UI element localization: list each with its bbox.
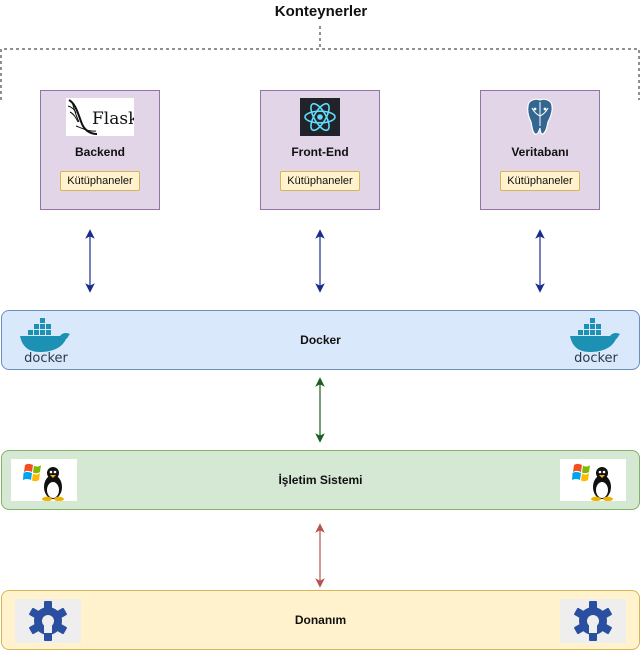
hardware-layer[interactable]: Donanım bbox=[1, 590, 640, 650]
gear-icon bbox=[15, 599, 81, 643]
libraries-badge: Kütüphaneler bbox=[280, 171, 360, 191]
gear-icon bbox=[560, 599, 626, 643]
layer-label: Donanım bbox=[294, 613, 347, 627]
linux-tux-icon bbox=[591, 467, 613, 502]
container-frontend[interactable]: Front-End Kütüphaneler bbox=[260, 90, 380, 210]
flask-logo-icon: Flask bbox=[66, 98, 134, 136]
container-name: Backend bbox=[74, 145, 126, 159]
docker-layer[interactable]: docker Docker docker bbox=[1, 310, 640, 370]
layer-label: İşletim Sistemi bbox=[278, 473, 363, 487]
windows-linux-icon bbox=[11, 459, 77, 502]
containers-bracket bbox=[0, 26, 640, 100]
svg-text:docker: docker bbox=[574, 351, 618, 364]
container-name: Front-End bbox=[291, 145, 349, 159]
windows-logo-icon bbox=[572, 463, 590, 482]
postgresql-logo-icon bbox=[527, 98, 553, 135]
windows-linux-icon bbox=[560, 459, 626, 502]
windows-logo-icon bbox=[23, 463, 41, 482]
linux-tux-icon bbox=[42, 467, 64, 502]
diagram-title: Konteynerler bbox=[274, 3, 368, 20]
libraries-badge: Kütüphaneler bbox=[60, 171, 140, 191]
svg-text:Flask: Flask bbox=[92, 109, 134, 129]
react-logo-icon bbox=[300, 98, 340, 136]
svg-text:docker: docker bbox=[24, 351, 68, 364]
container-database[interactable]: Veritabanı Kütüphaneler bbox=[480, 90, 600, 210]
container-backend[interactable]: Flask Backend Kütüphaneler bbox=[40, 90, 160, 210]
operating-system-layer[interactable]: İşletim Sistemi bbox=[1, 450, 640, 510]
docker-logo-icon: docker bbox=[566, 316, 626, 366]
docker-logo-icon: docker bbox=[16, 316, 76, 366]
layer-label: Docker bbox=[300, 333, 341, 347]
container-name: Veritabanı bbox=[511, 145, 569, 159]
libraries-badge: Kütüphaneler bbox=[500, 171, 580, 191]
